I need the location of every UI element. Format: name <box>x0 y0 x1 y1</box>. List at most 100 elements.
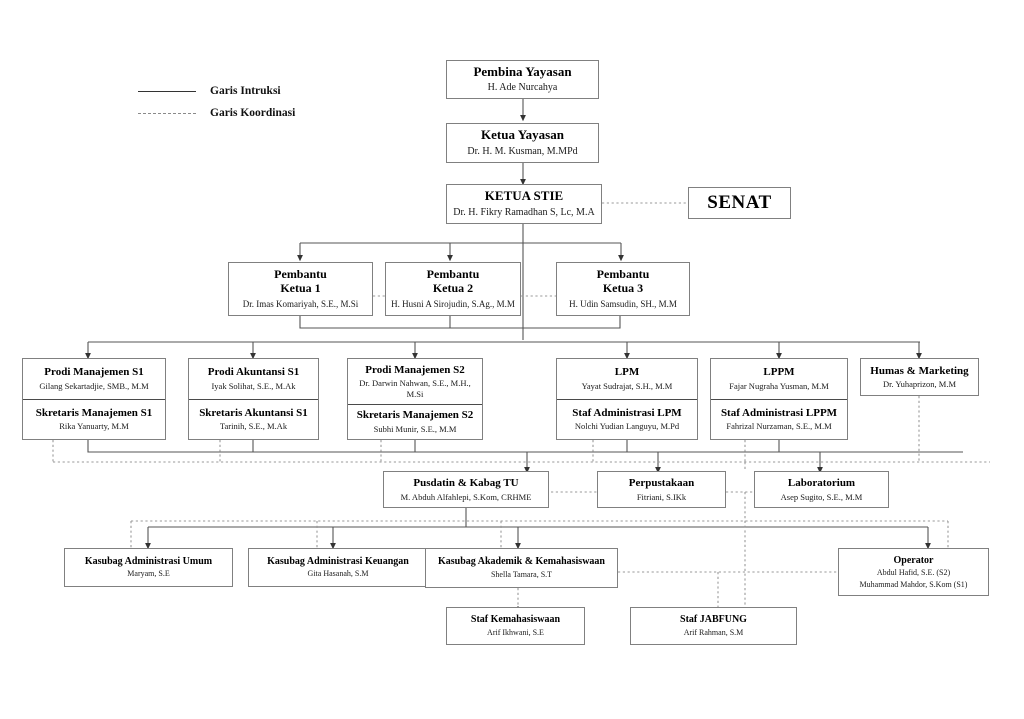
legend-label-instruksi: Garis Intruksi <box>210 85 281 97</box>
node-cell-staf-lppm: Staf Administrasi LPPM Fahrizal Nurzaman… <box>711 398 847 440</box>
legend: Garis Intruksi Garis Koordinasi <box>138 80 428 124</box>
node-person: Rika Yanuarty, M.M <box>59 421 129 432</box>
node-title: Humas & Marketing <box>870 364 969 377</box>
node-title: Prodi Manajemen S1 <box>44 366 144 379</box>
node-person: Dr. H. M. Kusman, M.MPd <box>467 145 578 157</box>
node-title: Prodi Akuntansi S1 <box>207 366 300 379</box>
node-title-line1: Pembantu <box>274 267 327 282</box>
node-person: Iyak Solihat, S.E., M.Ak <box>211 380 296 391</box>
node-title: Skretaris Manajemen S1 <box>35 406 153 419</box>
node-pembantu-ketua-1[interactable]: Pembantu Ketua 1 Dr. Imas Komariyah, S.E… <box>228 262 373 316</box>
node-laboratorium[interactable]: Laboratorium Asep Sugito, S.E., M.M <box>754 471 889 508</box>
node-person: Arif Ikhwani, S.E <box>487 627 544 637</box>
node-cell: Operator Abdul Hafid, S.E. (S2) Muhammad… <box>839 549 988 595</box>
node-prodi-manajemen-s2[interactable]: Prodi Manajemen S2 Dr. Darwin Nahwan, S.… <box>347 358 483 440</box>
node-ketua-yayasan[interactable]: Ketua Yayasan Dr. H. M. Kusman, M.MPd <box>446 123 599 163</box>
node-person: Dr. Imas Komariyah, S.E., M.Si <box>242 298 359 309</box>
node-prodi-akuntansi-s1[interactable]: Prodi Akuntansi S1 Iyak Solihat, S.E., M… <box>188 358 319 440</box>
node-cell-skretaris: Skretaris Manajemen S2 Subhi Munir, S.E.… <box>348 403 482 439</box>
node-title-line2: Ketua 2 <box>432 281 474 296</box>
node-person: Fajar Nugraha Yusman, M.M <box>729 380 829 391</box>
node-person: Tarinih, S.E., M.Ak <box>219 421 288 432</box>
dotted-line-swatch-icon <box>138 112 196 114</box>
node-title: LPPM <box>763 366 795 379</box>
node-kasubag-akademik-kemahasiswaan[interactable]: Kasubag Akademik & Kemahasiswaan Shella … <box>425 548 618 588</box>
node-cell-prodi: Prodi Manajemen S1 Gilang Sekartadjie, S… <box>23 359 165 399</box>
node-operator[interactable]: Operator Abdul Hafid, S.E. (S2) Muhammad… <box>838 548 989 596</box>
node-lppm[interactable]: LPPM Fajar Nugraha Yusman, M.M Staf Admi… <box>710 358 848 440</box>
node-title: Skretaris Manajemen S2 <box>356 409 474 422</box>
node-cell: SENAT <box>689 188 790 218</box>
solid-line-swatch-icon <box>138 90 196 92</box>
node-pusdatin-kabag-tu[interactable]: Pusdatin & Kabag TU M. Abduh Alfahlepi, … <box>383 471 549 508</box>
node-pembantu-ketua-3[interactable]: Pembantu Ketua 3 H. Udin Samsudin, SH., … <box>556 262 690 316</box>
node-cell-prodi: Prodi Manajemen S2 Dr. Darwin Nahwan, S.… <box>348 359 482 404</box>
node-person-secondary: Muhammad Mahdor, S.Kom (S1) <box>859 579 968 589</box>
node-pembantu-ketua-2[interactable]: Pembantu Ketua 2 H. Husni A Sirojudin, S… <box>385 262 521 316</box>
node-title-line1: Pembantu <box>596 267 650 282</box>
node-cell-prodi: Prodi Akuntansi S1 Iyak Solihat, S.E., M… <box>189 359 318 399</box>
node-cell: Pusdatin & Kabag TU M. Abduh Alfahlepi, … <box>384 472 548 507</box>
node-title: Kasubag Administrasi Umum <box>84 555 213 567</box>
node-cell: Pembantu Ketua 1 Dr. Imas Komariyah, S.E… <box>229 263 372 315</box>
node-cell: Staf JABFUNG Arif Rahman, S.M <box>631 608 796 644</box>
node-title: Kasubag Akademik & Kemahasiswaan <box>438 556 605 568</box>
node-title: Staf JABFUNG <box>680 614 747 626</box>
node-person: Subhi Munir, S.E., M.M <box>373 424 457 435</box>
node-title: LPM <box>614 366 640 379</box>
node-person: Yayat Sudrajat, S.H., M.M <box>581 380 673 391</box>
node-person: Maryam, S.E <box>127 569 170 579</box>
node-person: H. Ade Nurcahya <box>487 82 558 94</box>
node-ketua-stie[interactable]: KETUA STIE Dr. H. Fikry Ramadhan S, Lc, … <box>446 184 602 224</box>
node-humas-marketing[interactable]: Humas & Marketing Dr. Yuhaprizon, M.M <box>860 358 979 396</box>
node-person: Shella Tamara, S.T <box>490 569 553 579</box>
node-senat[interactable]: SENAT <box>688 187 791 219</box>
node-person: Fahrizal Nurzaman, S.E., M.M <box>726 421 832 432</box>
node-staf-jabfung[interactable]: Staf JABFUNG Arif Rahman, S.M <box>630 607 797 645</box>
node-title-line2: Ketua 3 <box>602 281 644 296</box>
node-title: Perpustakaan <box>628 477 695 490</box>
node-kasubag-administrasi-umum[interactable]: Kasubag Administrasi Umum Maryam, S.E <box>64 548 233 587</box>
node-perpustakaan[interactable]: Perpustakaan Fitriani, S.IKk <box>597 471 726 508</box>
node-title: Staf Kemahasiswaan <box>470 614 561 626</box>
node-person: Dr. H. Fikry Ramadhan S, Lc, M.A <box>453 206 595 218</box>
node-lpm[interactable]: LPM Yayat Sudrajat, S.H., M.M Staf Admin… <box>556 358 698 440</box>
node-title: Laboratorium <box>787 477 856 490</box>
node-person: Arif Rahman, S.M <box>683 627 744 637</box>
node-person: M. Abduh Alfahlepi, S.Kom, CRHME <box>400 491 532 502</box>
node-title: Ketua Yayasan <box>481 127 564 143</box>
node-person: Dr. Darwin Nahwan, S.E., M.H., M.Si <box>359 378 471 399</box>
node-title: Skretaris Akuntansi S1 <box>199 406 308 419</box>
node-prodi-manajemen-s1[interactable]: Prodi Manajemen S1 Gilang Sekartadjie, S… <box>22 358 166 440</box>
node-pembina-yayasan[interactable]: Pembina Yayasan H. Ade Nurcahya <box>446 60 599 99</box>
node-staf-kemahasiswaan[interactable]: Staf Kemahasiswaan Arif Ikhwani, S.E <box>446 607 585 645</box>
node-title: KETUA STIE <box>484 188 564 204</box>
node-title: Staf Administrasi LPPM <box>720 406 838 419</box>
node-title: Pembina Yayasan <box>473 63 572 79</box>
node-person: Gilang Sekartadjie, SMB., M.M <box>39 380 149 391</box>
node-cell-skretaris: Skretaris Akuntansi S1 Tarinih, S.E., M.… <box>189 398 318 440</box>
node-cell: Kasubag Administrasi Umum Maryam, S.E <box>65 549 232 586</box>
node-cell: Pembantu Ketua 2 H. Husni A Sirojudin, S… <box>386 263 520 315</box>
node-title: Prodi Manajemen S2 <box>365 363 465 376</box>
node-title-line1: Pembantu <box>426 267 480 282</box>
node-title: Staf Administrasi LPM <box>572 406 682 419</box>
node-cell: Pembina Yayasan H. Ade Nurcahya <box>447 61 598 98</box>
node-cell: Pembantu Ketua 3 H. Udin Samsudin, SH., … <box>557 263 689 315</box>
legend-label-koordinasi: Garis Koordinasi <box>210 107 296 119</box>
node-cell: Ketua Yayasan Dr. H. M. Kusman, M.MPd <box>447 124 598 162</box>
node-cell: Perpustakaan Fitriani, S.IKk <box>598 472 725 507</box>
node-person: H. Udin Samsudin, SH., M.M <box>569 298 677 309</box>
node-kasubag-administrasi-keuangan[interactable]: Kasubag Administrasi Keuangan Gita Hasan… <box>248 548 428 587</box>
node-title: SENAT <box>707 192 772 214</box>
node-cell: Kasubag Akademik & Kemahasiswaan Shella … <box>426 549 617 587</box>
node-cell-skretaris: Skretaris Manajemen S1 Rika Yanuarty, M.… <box>23 398 165 440</box>
node-title-line2: Ketua 1 <box>280 281 321 296</box>
node-cell-lpm: LPM Yayat Sudrajat, S.H., M.M <box>557 359 697 399</box>
node-person: H. Husni A Sirojudin, S.Ag., M.M <box>391 298 515 309</box>
node-person: Abdul Hafid, S.E. (S2) <box>876 568 951 578</box>
node-title: Pusdatin & Kabag TU <box>413 477 519 490</box>
node-cell-lppm: LPPM Fajar Nugraha Yusman, M.M <box>711 359 847 399</box>
node-cell: Laboratorium Asep Sugito, S.E., M.M <box>755 472 888 507</box>
